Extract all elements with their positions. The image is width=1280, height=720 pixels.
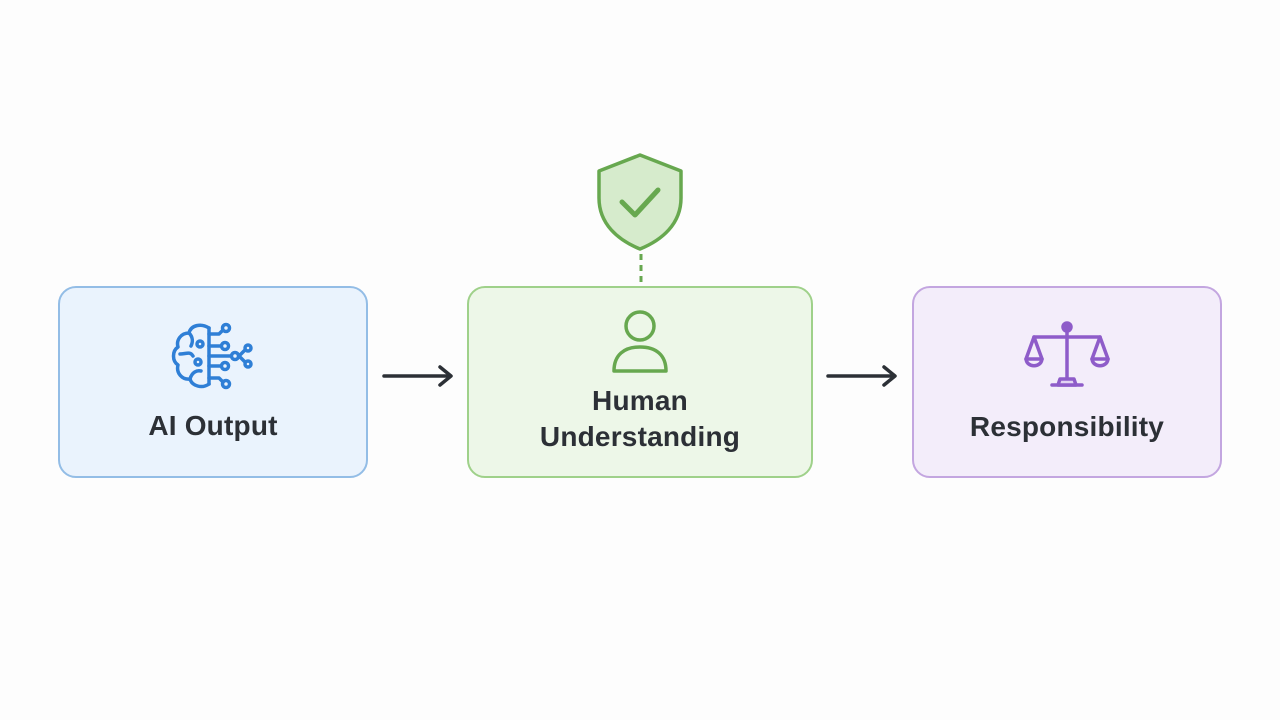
scales-icon — [1024, 321, 1110, 387]
node-responsibility: Responsibility — [912, 286, 1222, 478]
node-human-understanding: Human Understanding — [467, 286, 813, 478]
arrow-human-to-responsibility — [826, 365, 897, 387]
person-icon — [612, 310, 668, 373]
arrow-ai-to-human — [382, 365, 453, 387]
brain-circuit-icon — [171, 322, 253, 390]
node-ai-output: AI Output — [58, 286, 368, 478]
node-label-ai-output: AI Output — [148, 410, 278, 441]
shield-connector — [639, 254, 643, 284]
node-label-responsibility: Responsibility — [969, 411, 1165, 442]
shield-check-icon — [597, 153, 683, 251]
node-label-human-understanding: Human Understanding — [539, 385, 741, 452]
